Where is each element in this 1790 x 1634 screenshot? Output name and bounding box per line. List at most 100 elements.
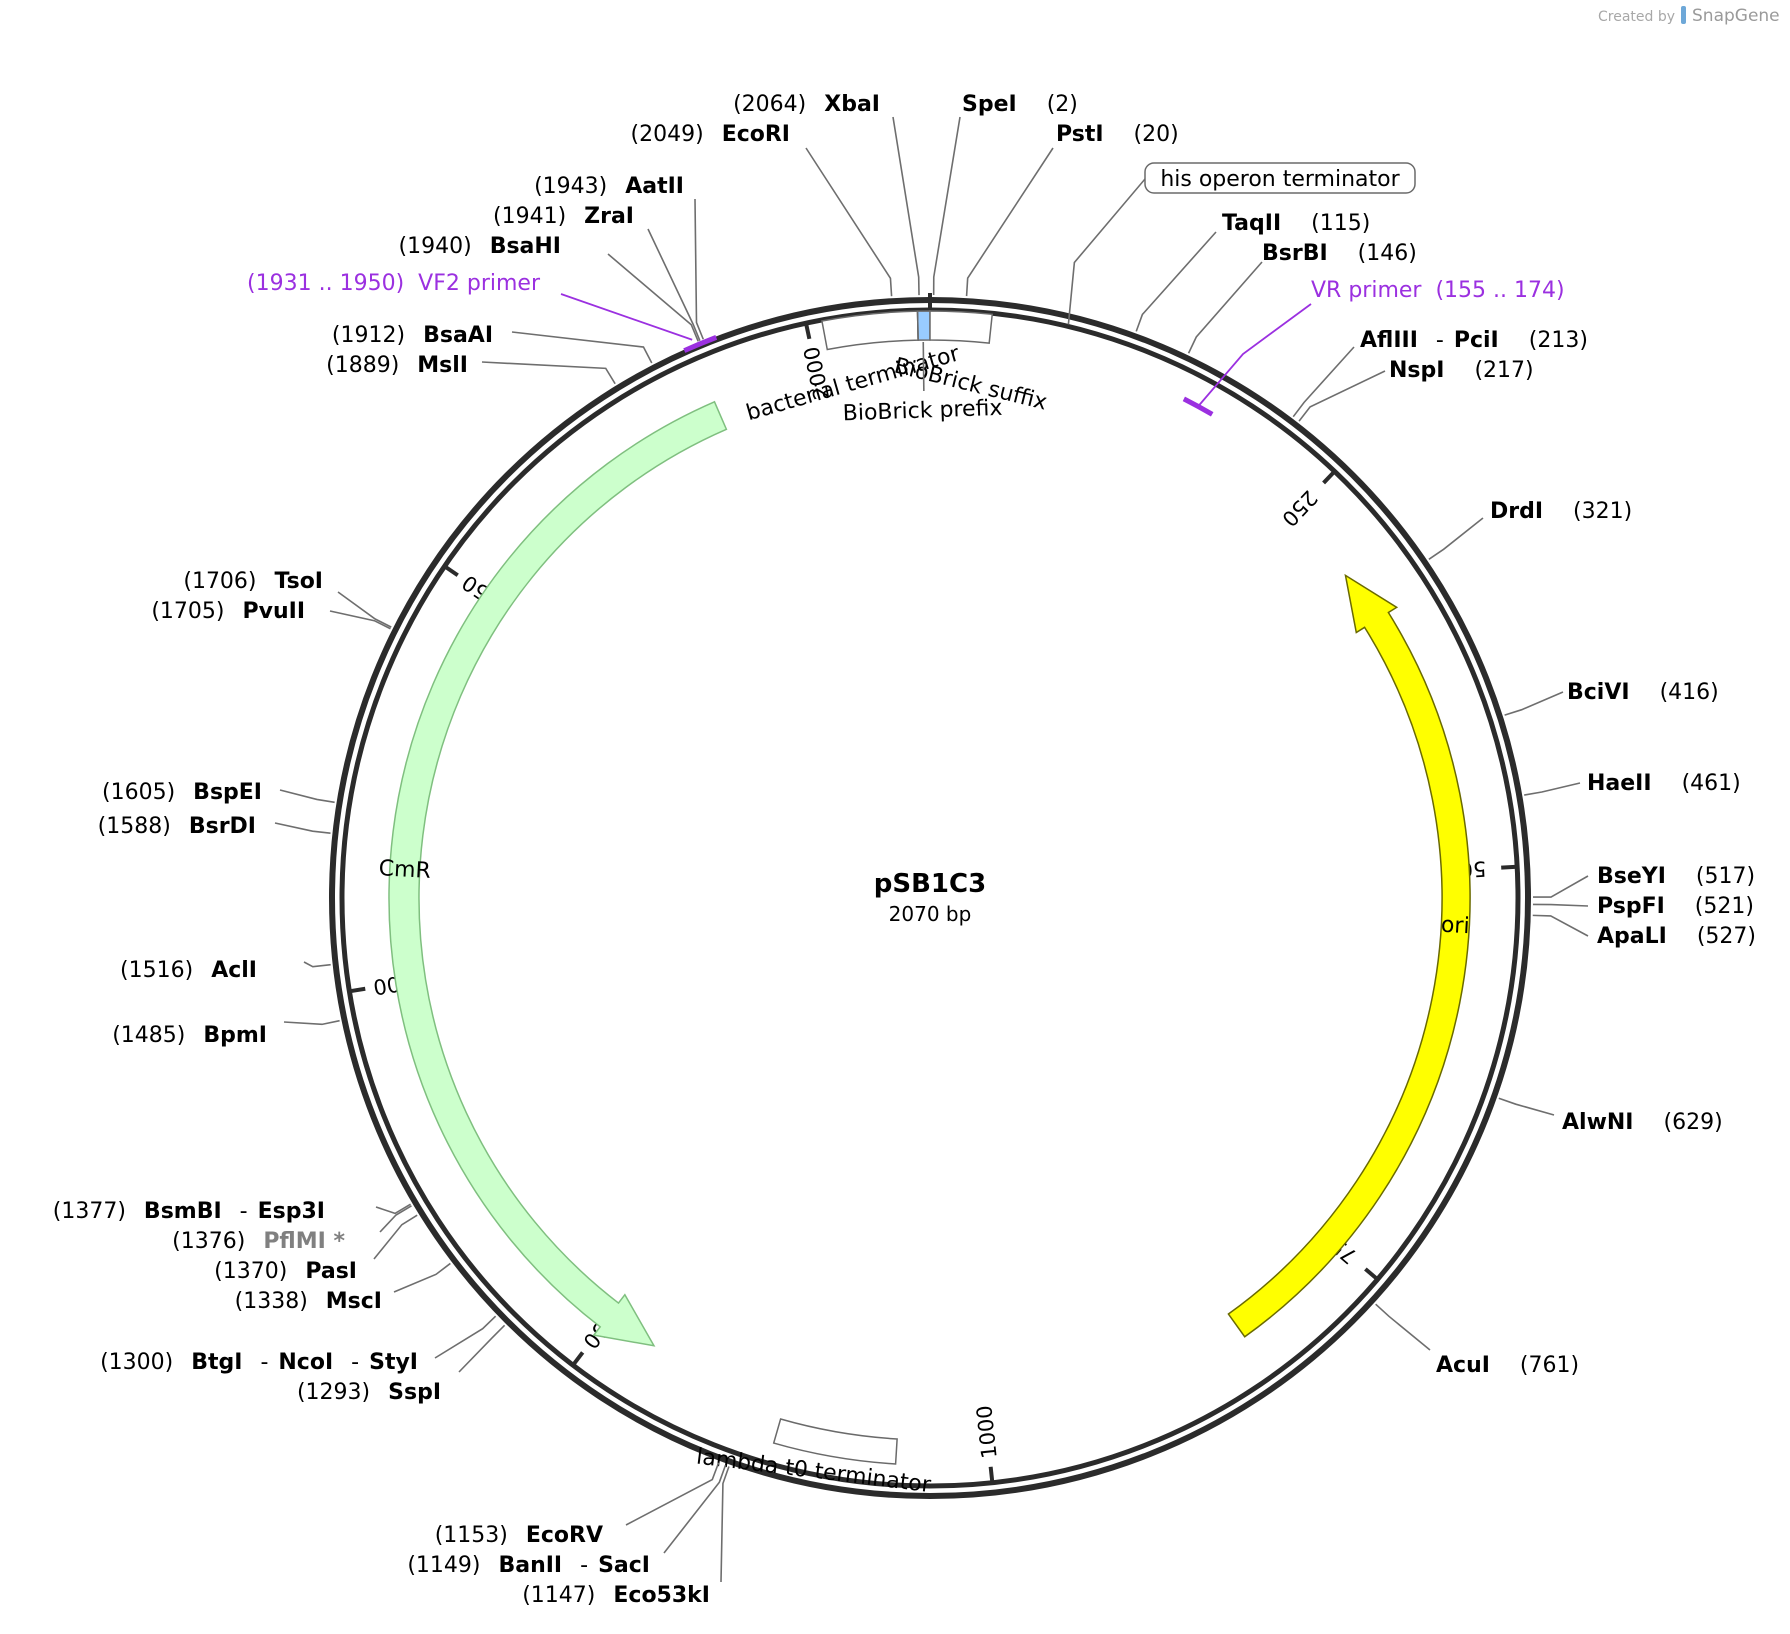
feature-label-cmr: CmR	[378, 856, 431, 884]
enzyme-label-pflmi[interactable]: (1376)PflMI *	[172, 1229, 345, 1254]
enzyme-position-aatii: (1943)	[534, 174, 607, 199]
enzyme-name-ncoi: NcoI	[278, 1350, 333, 1375]
primer-vr[interactable]: VR primer(155 .. 174)	[1182, 278, 1565, 417]
feature-arrow-ori[interactable]	[1227, 573, 1471, 1338]
enzyme-label-apali[interactable]: ApaLI (527)	[1597, 924, 1756, 949]
created-by-text: Created by	[1598, 9, 1675, 25]
enzyme-position-eco53ki: (1147)	[522, 1583, 595, 1608]
enzyme-name-apali: ApaLI	[1597, 924, 1667, 949]
leader-banii	[663, 1464, 727, 1554]
enzyme-label-msli[interactable]: (1889)MslI	[326, 353, 468, 378]
enzyme-position-bspei: (1605)	[102, 780, 175, 805]
plasmid-name: pSB1C3	[874, 869, 986, 899]
enzyme-label-pvuii[interactable]: (1705)PvuII	[151, 599, 305, 624]
plasmid-title-block: pSB1C3 2070 bp	[874, 869, 986, 926]
leader-bsaai	[511, 331, 653, 364]
enzyme-label-acli[interactable]: (1516)AclI	[120, 958, 257, 983]
enzyme-label-aatii[interactable]: (1943) AatII	[534, 174, 684, 199]
leader-zrai	[647, 228, 701, 341]
leader-tsoi	[337, 591, 392, 628]
enzyme-label-bsahi[interactable]: (1940)BsaHI	[399, 234, 561, 259]
primer-range-vr: (155 .. 174)	[1435, 278, 1564, 303]
enzyme-name-bsrbi: BsrBI	[1262, 241, 1328, 266]
enzyme-position-pflmi: (1376)	[172, 1229, 245, 1254]
feature-ori[interactable]: ori	[1227, 573, 1471, 1338]
primer-mark-vr[interactable]	[1182, 396, 1214, 417]
feature-box-biobrick-suffix[interactable]	[929, 310, 994, 344]
enzyme-name-bseyi: BseYI	[1597, 864, 1666, 889]
enzyme-position-bsaai: (1912)	[332, 323, 405, 348]
leader-bpmi	[283, 1019, 340, 1026]
enzyme-label-bsrbi[interactable]: BsrBI(146)	[1262, 241, 1417, 266]
enzyme-label-tsoi[interactable]: (1706)TsoI	[183, 569, 323, 594]
leader-pasi	[373, 1214, 418, 1260]
enzyme-label-eco53ki[interactable]: (1147)Eco53kI	[522, 1583, 710, 1608]
feature-arrow-cmr[interactable]	[388, 400, 728, 1347]
enzyme-label-spei[interactable]: SpeI(2)	[962, 92, 1078, 117]
enzyme-label-afliii[interactable]: AflIII-PciI(213)	[1360, 328, 1588, 353]
enzyme-label-pasi[interactable]: (1370)PasI	[214, 1259, 357, 1284]
enzyme-label-bsmbi[interactable]: (1377)BsmBI-Esp3I	[53, 1199, 325, 1224]
leader-bcivi	[1504, 691, 1564, 716]
enzyme-label-banii[interactable]: (1149)BanII-SacI	[407, 1553, 650, 1578]
enzyme-label-msci[interactable]: (1338)MscI	[235, 1289, 382, 1314]
enzyme-name-bpmi: BpmI	[203, 1023, 267, 1048]
enzyme-name-taqii: TaqII	[1222, 211, 1281, 236]
enzyme-label-alwni[interactable]: AlwNI(629)	[1562, 1110, 1723, 1135]
feature-cmr[interactable]: CmR	[378, 400, 728, 1347]
enzyme-label-acui[interactable]: AcuI(761)	[1436, 1353, 1579, 1378]
enzyme-label-ecorv[interactable]: (1153)EcoRV	[435, 1523, 603, 1548]
tick-mark-1750	[443, 564, 459, 577]
enzyme-label-pspfi[interactable]: PspFI (521)	[1597, 894, 1754, 919]
enzyme-label-sspi[interactable]: (1293)SspI	[297, 1380, 441, 1405]
enzyme-label-psti[interactable]: PstI(20)	[1056, 122, 1179, 147]
primer-name-vf2: VF2 primer	[418, 271, 541, 296]
enzyme-position-msli: (1889)	[326, 353, 399, 378]
enzyme-label-taqii[interactable]: TaqII(115)	[1222, 211, 1370, 236]
enzyme-name-aatii: AatII	[625, 174, 684, 199]
primer-mark-vf2[interactable]	[683, 335, 718, 353]
biobrick-prefix-leader	[922, 342, 925, 392]
enzyme-label-drdi[interactable]: DrdI(321)	[1490, 499, 1632, 524]
enzyme-label-bsaai[interactable]: (1912)BsaAI	[332, 323, 493, 348]
enzyme-name-pvuii: PvuII	[243, 599, 306, 624]
feature-biobrick-prefix[interactable]: BioBrick prefix	[842, 310, 1003, 426]
enzyme-name-afliii: AflIII	[1360, 328, 1418, 353]
leader-psti	[965, 147, 1054, 297]
leader-bsahi	[607, 253, 699, 342]
enzyme-position-ecorv: (1153)	[435, 1523, 508, 1548]
leader-ecori	[805, 147, 893, 297]
enzyme-name-xbai: XbaI	[824, 92, 880, 117]
enzyme-label-zrai[interactable]: (1941)ZraI	[493, 204, 634, 229]
enzyme-name-ecori: EcoRI	[722, 122, 790, 147]
enzyme-name-pspfi: PspFI	[1597, 894, 1665, 919]
enzyme-label-bsrdi[interactable]: (1588)BsrDI	[98, 814, 256, 839]
enzyme-label-xbai[interactable]: (2064)XbaI	[733, 92, 880, 117]
feature-box-biobrick-prefix[interactable]	[916, 310, 931, 341]
leader-bseyi	[1532, 875, 1589, 898]
enzyme-label-bseyi[interactable]: BseYI(517)	[1597, 864, 1755, 889]
his-operon-terminator-annotation[interactable]: his operon terminator	[1067, 162, 1416, 325]
enzyme-position-acui: (761)	[1520, 1353, 1579, 1378]
primer-label-vr: VR primer(155 .. 174)	[1311, 278, 1565, 303]
enzyme-label-btgi[interactable]: (1300)BtgI-NcoI-StyI	[100, 1350, 418, 1375]
enzyme-position-zrai: (1941)	[493, 204, 566, 229]
his-operon-terminator-label: his operon terminator	[1160, 167, 1400, 192]
enzyme-label-haeii[interactable]: HaeII(461)	[1587, 771, 1741, 796]
primer-leader-vr	[1197, 303, 1312, 407]
leader-drdi	[1428, 517, 1484, 560]
enzyme-label-ecori[interactable]: (2049)EcoRI	[631, 122, 790, 147]
enzyme-label-bpmi[interactable]: (1485)BpmI	[112, 1023, 267, 1048]
enzyme-name-bspei: BspEI	[193, 780, 262, 805]
enzyme-position-pspfi: (521)	[1695, 894, 1754, 919]
enzyme-name-bsahi: BsaHI	[490, 234, 561, 259]
enzyme-label-bspei[interactable]: (1605) BspEI	[102, 780, 262, 805]
primer-layer: (1931 .. 1950)VF2 primer VR primer(155 ..…	[247, 271, 1565, 417]
enzyme-label-nspi[interactable]: NspI(217)	[1389, 358, 1534, 383]
enzyme-label-bcivi[interactable]: BciVI(416)	[1567, 680, 1719, 705]
feature-box-lambda-t0-terminator[interactable]	[772, 1418, 898, 1465]
primer-vf2[interactable]: (1931 .. 1950)VF2 primer	[247, 271, 718, 353]
enzyme-position-apali: (527)	[1697, 924, 1756, 949]
enzyme-position-pasi: (1370)	[214, 1259, 287, 1284]
